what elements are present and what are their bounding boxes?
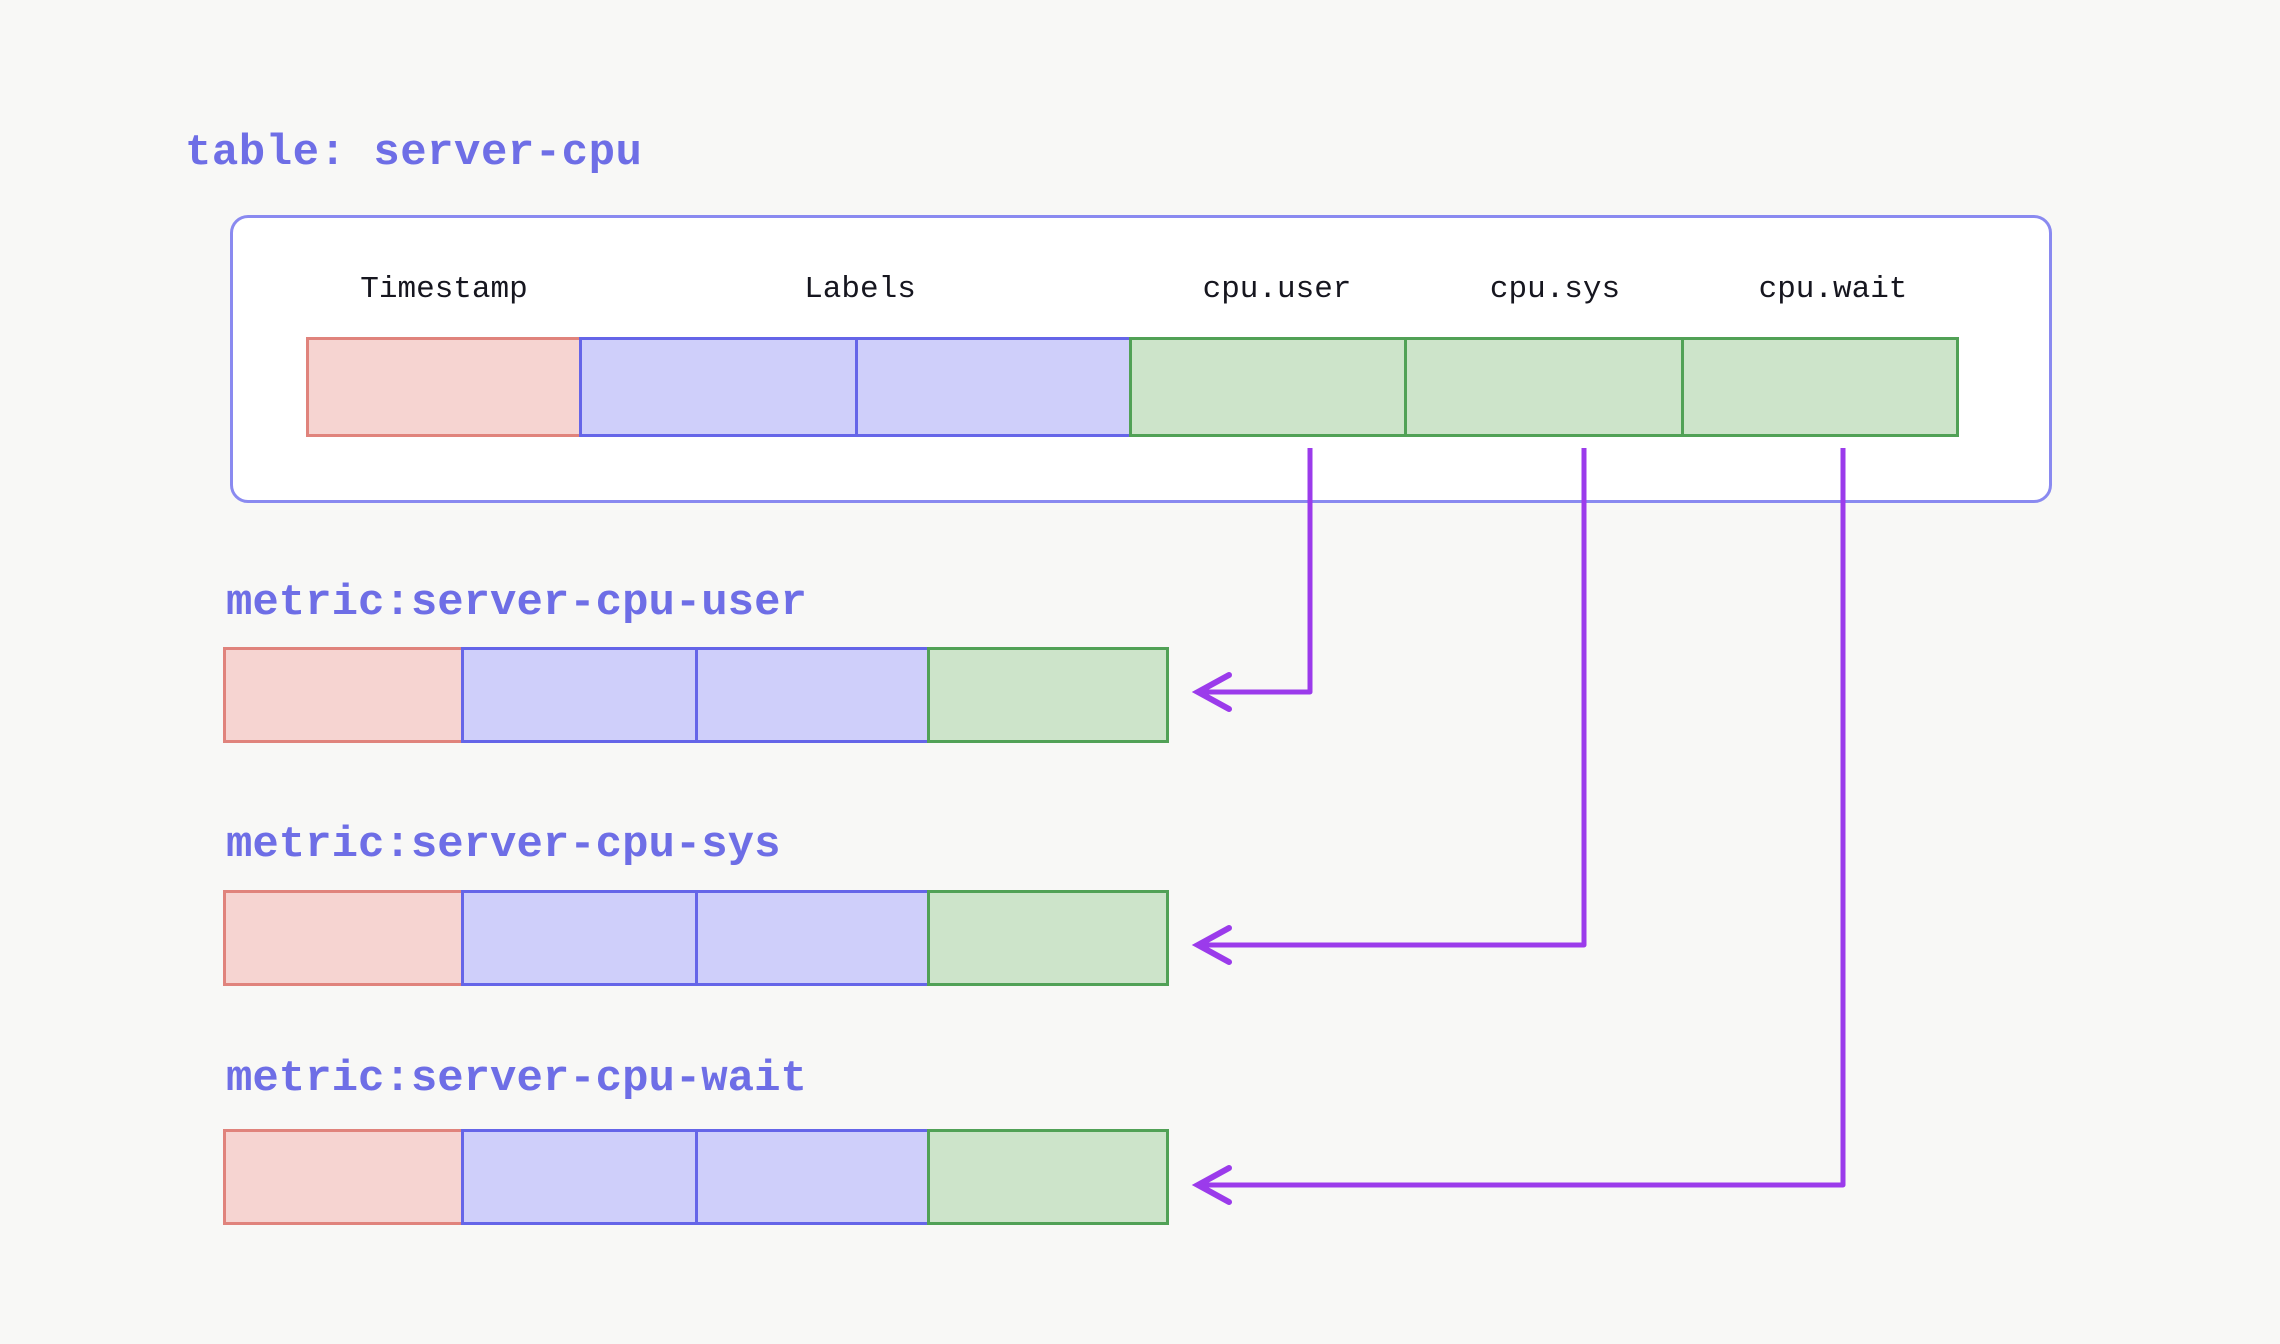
table-cell-label-1 xyxy=(579,337,858,437)
metric-wait-label: metric:server-cpu-wait xyxy=(226,1054,807,1104)
metric-user-row xyxy=(223,647,1178,743)
arrow-cpu-wait xyxy=(1191,448,1846,1205)
table-cell-cpu-wait xyxy=(1681,337,1959,437)
table-cell-row xyxy=(306,337,1974,437)
metric-wait-cell-label-2 xyxy=(695,1129,930,1225)
metric-wait-cell-label-1 xyxy=(461,1129,698,1225)
table-cell-cpu-user xyxy=(1129,337,1407,437)
metric-sys-cell-label-2 xyxy=(695,890,930,986)
metric-user-cell-value xyxy=(927,647,1169,743)
column-header-cpu-user: cpu.user xyxy=(1202,272,1352,307)
table-title: table: server-cpu xyxy=(185,128,643,178)
column-header-cpu-wait: cpu.wait xyxy=(1758,272,1908,307)
arrow-cpu-sys xyxy=(1191,448,1587,965)
column-header-timestamp: Timestamp xyxy=(360,272,528,307)
metric-user-cell-label-1 xyxy=(461,647,698,743)
metric-sys-label: metric:server-cpu-sys xyxy=(226,820,781,870)
column-header-labels: Labels xyxy=(804,272,916,307)
metric-user-cell-label-2 xyxy=(695,647,930,743)
table-cell-timestamp xyxy=(306,337,582,437)
column-header-cpu-sys: cpu.sys xyxy=(1489,272,1621,307)
table-cell-label-2 xyxy=(855,337,1132,437)
metric-user-label: metric:server-cpu-user xyxy=(226,578,807,628)
table-cell-cpu-sys xyxy=(1404,337,1684,437)
metric-sys-cell-timestamp xyxy=(223,890,464,986)
metric-sys-cell-label-1 xyxy=(461,890,698,986)
metric-sys-row xyxy=(223,890,1178,986)
table-header-row: Timestamp Labels cpu.user cpu.sys cpu.wa… xyxy=(306,272,1974,314)
metric-user-cell-timestamp xyxy=(223,647,464,743)
metric-sys-cell-value xyxy=(927,890,1169,986)
metric-wait-row xyxy=(223,1129,1178,1225)
metric-wait-cell-value xyxy=(927,1129,1169,1225)
metric-wait-cell-timestamp xyxy=(223,1129,464,1225)
